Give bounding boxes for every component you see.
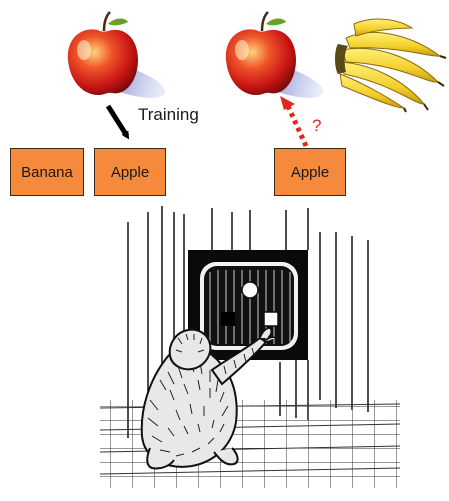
label-box-banana: Banana <box>10 148 84 196</box>
label-box-apple-trained: Apple <box>94 148 166 196</box>
label-banana-text: Banana <box>21 163 73 181</box>
banana-bunch-icon <box>335 18 447 113</box>
label-apple-test-text: Apple <box>290 163 330 181</box>
label-apple-trained-text: Apple <box>110 163 150 181</box>
question-mark: ? <box>312 116 322 135</box>
training-label: Training <box>138 105 199 124</box>
label-box-apple-test: Apple <box>274 148 346 196</box>
apple-icon <box>225 11 324 98</box>
test-arrow <box>280 96 309 148</box>
training-arrow <box>105 104 130 140</box>
apple-icon <box>67 11 166 98</box>
monkey-at-touchscreen-illustration <box>99 206 401 501</box>
